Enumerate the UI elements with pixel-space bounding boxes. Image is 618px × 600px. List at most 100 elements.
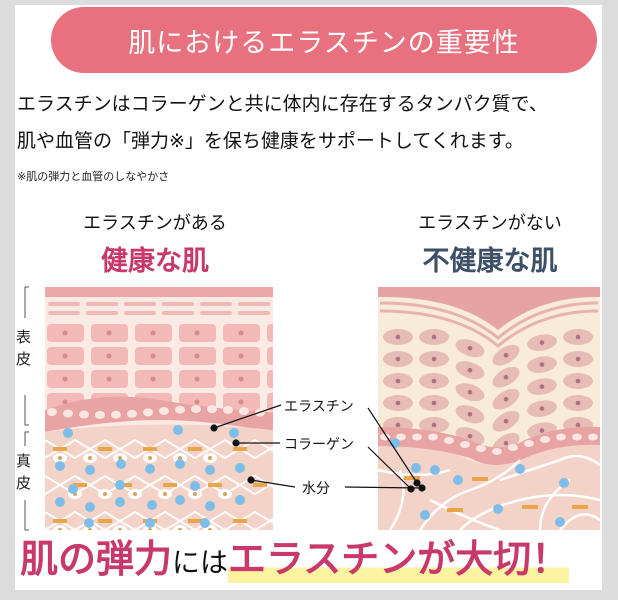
fibroblast-nucleus [208,528,212,530]
cell-nucleus [62,353,68,359]
flat-cell [124,311,156,315]
fibroblast-nucleus [133,492,137,496]
fibroblast-nucleus [208,456,212,460]
epidermal-cell [267,393,273,411]
basal-cell [111,410,121,419]
water-molecule [515,464,525,474]
fibroblast-nucleus [178,528,182,530]
water-molecule [145,464,155,474]
flat-cell [86,311,118,315]
cell-nucleus [106,330,112,336]
cell-nucleus [283,377,288,382]
water-molecule [559,478,569,488]
basal-cell [223,405,233,414]
cell-nucleus [431,422,437,428]
collagen-fiber [45,438,273,460]
epidermal-cell [267,347,273,365]
basal-cell [492,448,502,455]
epidermis-label: 表皮 [16,328,32,368]
flat-cell [162,302,194,306]
fibroblast-nucleus [148,456,152,460]
cell-nucleus [62,376,68,382]
water-molecule [200,518,210,528]
water-molecule [420,510,430,520]
water-molecule [85,465,95,475]
cell-nucleus [503,352,509,358]
elastin-fiber [447,508,463,512]
cell-nucleus [106,353,112,359]
water-molecule [115,480,125,490]
cell-nucleus [395,356,401,362]
fibroblast-nucleus [178,456,182,460]
cell-nucleus [150,330,156,336]
basal-cell [207,405,217,414]
broken-collagen-fiber [388,469,405,530]
water-molecule [175,459,185,469]
flat-cell [86,302,118,306]
elastin-fiber [98,519,112,523]
water-molecule [411,463,421,473]
cell-nucleus [194,399,200,405]
elastin-fiber [233,447,247,451]
cell-nucleus [106,376,112,382]
basal-cell [428,433,438,441]
basal-cell [476,445,486,452]
cell-nucleus [62,399,68,405]
water-molecule [115,497,125,507]
flat-cell [124,302,156,306]
cell-nucleus [194,376,200,382]
cell-nucleus [395,400,401,406]
broken-collagen-fiber [418,459,521,530]
cell-nucleus [467,389,473,395]
footnote: ※肌の弾力と血管のしなやかさ [17,170,170,183]
cell-nucleus [503,440,509,446]
cell-nucleus [431,378,437,384]
water-molecule [190,481,200,491]
cell-nucleus [539,428,545,433]
cell-nucleus [539,384,545,389]
basal-cell [79,410,89,419]
cell-nucleus [238,353,244,359]
elastin-fiber [253,483,267,487]
fibroblast-nucleus [163,492,167,496]
collagen-fiber [45,474,273,496]
basal-cell [47,408,57,416]
cell-nucleus [467,367,473,373]
bottom-message: 肌の弾力にはエラスチンが大切！ [20,528,570,583]
basal-cell [588,433,598,441]
water-molecule [63,428,73,438]
cell-nucleus [503,396,509,402]
elastin-label: エラスチン [284,399,354,415]
epidermal-cell [267,370,273,388]
water-molecule [173,425,183,435]
fibroblast [113,525,127,530]
basal-cell [556,433,566,441]
basal-cell [540,436,550,443]
basal-cell [396,433,406,441]
cell-nucleus [150,376,156,382]
water-molecule [175,495,185,505]
water-molecule [205,465,215,475]
water-molecule [68,484,78,494]
layer-brackets [24,286,29,531]
basal-cell [508,444,518,451]
flat-cell [200,302,232,306]
basal-cell [412,433,422,441]
cell-nucleus [467,411,473,417]
healthy-subtitle: エラスチンがある [83,213,227,234]
cell-nucleus [575,334,581,340]
broken-collagen-fiber [499,454,600,482]
flat-cell [200,311,232,315]
water-molecule [55,461,65,471]
unhealthy-skin-cross-section [378,287,600,530]
water-molecule [205,501,215,511]
dermis-bracket [24,431,29,531]
elastin-fiber [233,519,247,523]
broken-collagen-fiber [378,468,451,477]
flat-cell [162,311,194,315]
elastin-fiber [143,447,157,451]
fibroblast-nucleus [58,456,62,460]
collagen-fiber [45,510,273,530]
stratum-corneum [378,287,600,330]
water-molecule [229,428,239,438]
